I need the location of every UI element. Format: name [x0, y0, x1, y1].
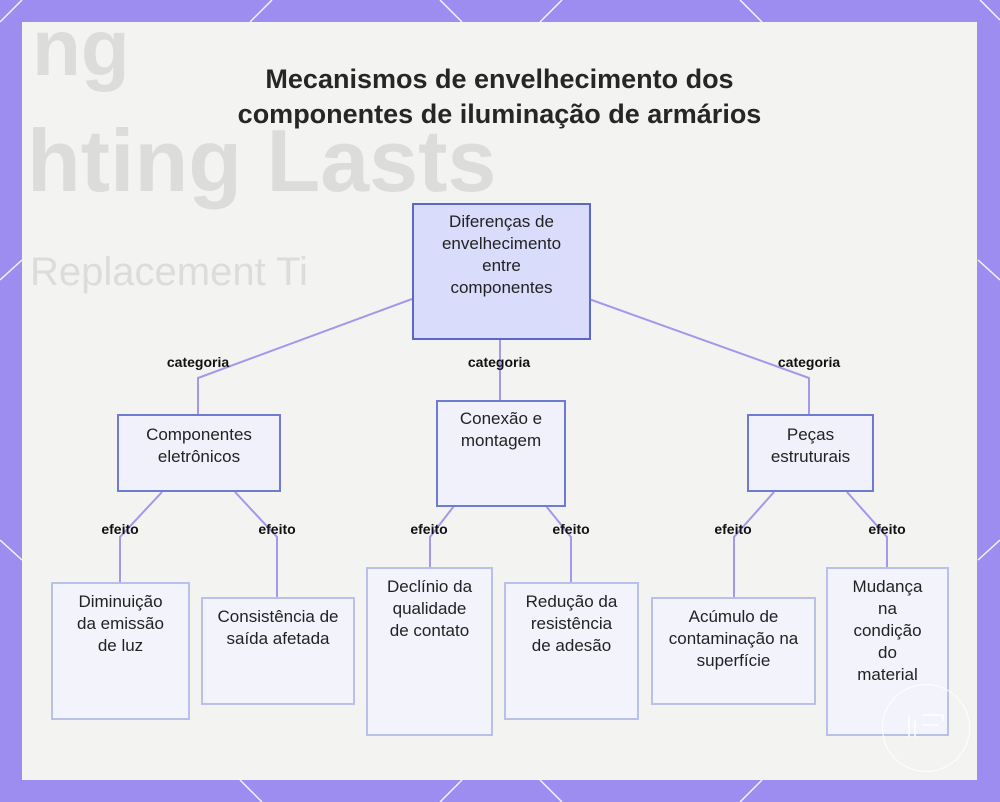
logo-icon	[908, 714, 944, 737]
edge-label-effect-3: efeito	[410, 521, 448, 537]
edge-cat3-eff2	[846, 491, 888, 567]
background-text-1: ng	[32, 22, 130, 92]
effect-node-light-emission: Diminuição da emissão de luz	[51, 582, 190, 720]
category-node-label: Componentes eletrônicos	[146, 425, 252, 466]
effect-node-label: Redução da resistência de adesão	[525, 592, 618, 655]
effect-node-contamination: Acúmulo de contaminação na superfície	[651, 597, 816, 705]
category-node-connection: Conexão e montagem	[436, 400, 566, 507]
effect-node-label: Consistência de saída afetada	[217, 607, 339, 648]
edge-label-category-2: categoria	[467, 354, 531, 370]
edge-label-effect-4: efeito	[552, 521, 590, 537]
root-node: Diferenças de envelhecimento entre compo…	[412, 203, 591, 340]
effect-node-adhesion: Redução da resistência de adesão	[504, 582, 639, 720]
edge-label-category-3: categoria	[777, 354, 841, 370]
background-text-3: Replacement Ti	[30, 250, 308, 294]
edge-label-effect-5: efeito	[714, 521, 752, 537]
edge-root-cat1	[197, 298, 413, 414]
effect-node-label: Diminuição da emissão de luz	[77, 592, 164, 655]
edge-label-category-1: categoria	[166, 354, 230, 370]
category-node-label: Conexão e montagem	[459, 409, 543, 450]
effect-node-label: Declínio da qualidade de contato	[386, 577, 473, 640]
background-text-2: hting Lasts	[27, 111, 497, 210]
category-node-label: Peças estruturais	[770, 425, 851, 466]
edge-root-cat3	[588, 298, 810, 414]
effect-node-label: Mudança na condição do material	[852, 577, 923, 684]
root-node-label: Diferenças de envelhecimento entre compo…	[441, 212, 562, 297]
watermark-logo	[882, 684, 970, 772]
edge-cat1-eff2	[234, 491, 278, 597]
category-node-electronics: Componentes eletrônicos	[117, 414, 281, 492]
edge-label-effect-1: efeito	[101, 521, 139, 537]
category-node-structural: Peças estruturais	[747, 414, 874, 492]
effect-node-label: Acúmulo de contaminação na superfície	[668, 607, 799, 670]
edge-label-effect-2: efeito	[258, 521, 296, 537]
diagram-edges	[119, 298, 888, 597]
edge-cat1-eff1	[119, 491, 163, 582]
edge-label-effect-6: efeito	[868, 521, 906, 537]
effect-node-contact-quality: Declínio da qualidade de contato	[366, 567, 493, 736]
edge-cat2-eff2	[545, 505, 572, 582]
effect-node-output-consistency: Consistência de saída afetada	[201, 597, 355, 705]
edge-cat2-eff1	[429, 505, 455, 567]
diagram-title: Mecanismos de envelhecimento dos compone…	[237, 64, 762, 129]
diagram-panel: ng hting Lasts Replacement Ti Mecanismos…	[22, 22, 977, 780]
edge-cat3-eff1	[733, 491, 775, 597]
